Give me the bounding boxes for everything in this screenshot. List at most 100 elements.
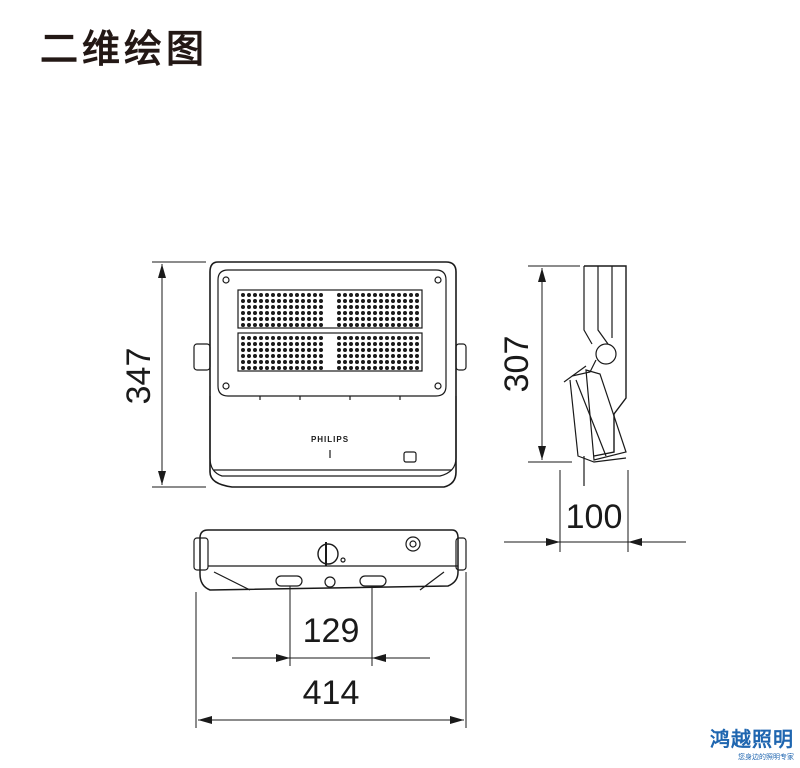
led-dot [391, 342, 395, 346]
led-dot [289, 354, 293, 358]
dimension-label-347: 347 [120, 348, 158, 405]
led-dot [271, 317, 275, 321]
led-dot [373, 305, 377, 309]
led-array [241, 293, 419, 370]
dimension-front-height [152, 261, 206, 488]
led-dot [355, 317, 359, 321]
led-dot [385, 305, 389, 309]
led-dot [373, 342, 377, 346]
led-dot [367, 299, 371, 303]
led-dot [415, 366, 419, 370]
led-dot [385, 366, 389, 370]
led-dot [397, 348, 401, 352]
dimension-bottom-inner [232, 586, 430, 666]
led-dot [415, 360, 419, 364]
led-dot [361, 354, 365, 358]
led-dot [313, 348, 317, 352]
led-dot [271, 366, 275, 370]
led-dot [247, 348, 251, 352]
led-dot [415, 311, 419, 315]
led-dot [343, 323, 347, 327]
led-dot [277, 336, 281, 340]
led-dot [301, 293, 305, 297]
led-dot [313, 317, 317, 321]
led-dot [373, 360, 377, 364]
led-dot [289, 360, 293, 364]
led-dot [277, 305, 281, 309]
led-dot [403, 311, 407, 315]
led-dot [403, 305, 407, 309]
led-dot [409, 342, 413, 346]
led-dot [343, 342, 347, 346]
led-dot [379, 348, 383, 352]
led-dot [379, 360, 383, 364]
led-dot [379, 354, 383, 358]
led-dot [289, 323, 293, 327]
led-dot [409, 354, 413, 358]
led-dot [253, 360, 257, 364]
led-dot [265, 336, 269, 340]
led-dot [241, 311, 245, 315]
led-dot [283, 299, 287, 303]
dimension-side-height [528, 265, 580, 463]
led-dot [385, 299, 389, 303]
led-dot [409, 360, 413, 364]
led-dot [409, 293, 413, 297]
led-dot [295, 299, 299, 303]
led-dot [367, 311, 371, 315]
led-dot [367, 305, 371, 309]
led-dot [349, 348, 353, 352]
led-dot [313, 342, 317, 346]
led-dot [409, 366, 413, 370]
led-dot [373, 354, 377, 358]
led-dot [301, 311, 305, 315]
led-dot [295, 354, 299, 358]
led-dot [379, 336, 383, 340]
led-dot [265, 342, 269, 346]
led-dot [397, 366, 401, 370]
led-dot [343, 354, 347, 358]
led-dot [343, 311, 347, 315]
logo-slogan: 您身边的照明专家 [738, 753, 794, 761]
led-dot [343, 299, 347, 303]
led-dot [349, 305, 353, 309]
led-dot [337, 360, 341, 364]
led-dot [253, 317, 257, 321]
led-dot [349, 342, 353, 346]
led-dot [373, 293, 377, 297]
led-dot [403, 342, 407, 346]
led-dot [361, 305, 365, 309]
led-dot [241, 366, 245, 370]
led-dot [283, 366, 287, 370]
led-dot [379, 317, 383, 321]
led-dot [367, 366, 371, 370]
led-dot [337, 354, 341, 358]
led-dot [253, 323, 257, 327]
led-dot [277, 354, 281, 358]
led-dot [415, 354, 419, 358]
led-dot [409, 311, 413, 315]
led-dot [379, 366, 383, 370]
led-dot [289, 311, 293, 315]
led-dot [349, 336, 353, 340]
led-dot [367, 317, 371, 321]
led-dot [247, 366, 251, 370]
led-dot [301, 348, 305, 352]
bottom-view [193, 529, 467, 591]
led-dot [361, 311, 365, 315]
led-dot [247, 354, 251, 358]
led-dot [379, 311, 383, 315]
led-dot [349, 317, 353, 321]
led-dot [241, 354, 245, 358]
led-dot [253, 354, 257, 358]
led-dot [409, 336, 413, 340]
led-dot [259, 360, 263, 364]
led-dot [277, 293, 281, 297]
led-dot [271, 354, 275, 358]
led-dot [391, 305, 395, 309]
led-dot [253, 366, 257, 370]
led-dot [247, 317, 251, 321]
led-dot [337, 323, 341, 327]
led-dot [283, 342, 287, 346]
brand-text: PHILIPS [311, 435, 349, 444]
